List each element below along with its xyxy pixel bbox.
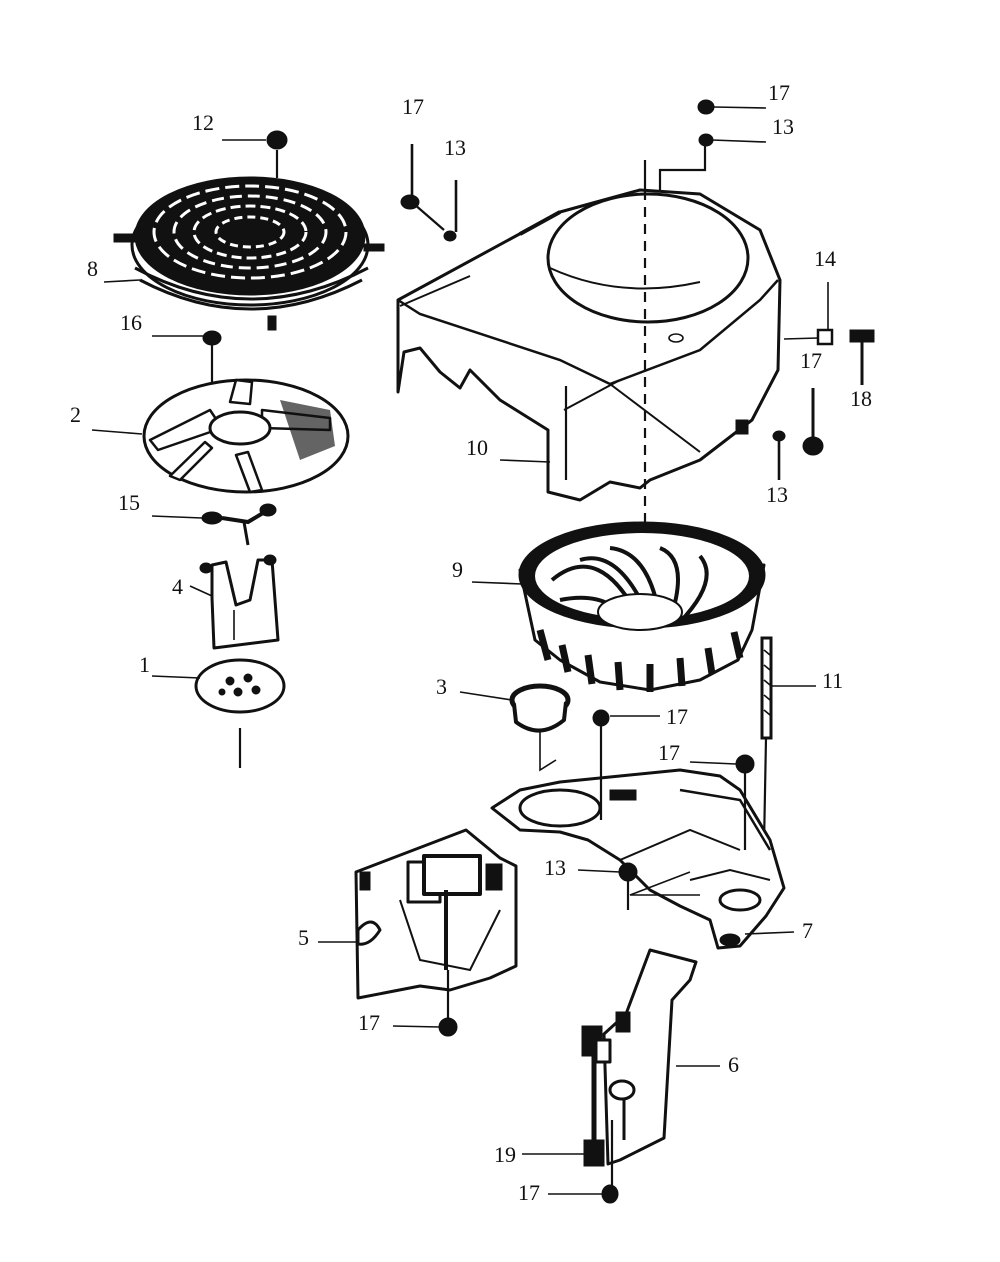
callout-1: 1 — [139, 652, 150, 677]
callout-17-right: 17 — [800, 348, 822, 373]
part-2-fan-plate — [142, 378, 350, 494]
callout-13-top-mid: 13 — [444, 135, 466, 160]
part-6-lower-guard — [581, 948, 698, 1166]
part-4-bracket — [199, 554, 280, 650]
screw-17-mid — [592, 709, 610, 727]
part-11-long-bolt — [760, 636, 773, 846]
part-5-side-shield — [354, 828, 518, 1000]
part-9-flywheel — [518, 521, 766, 692]
part-19 — [583, 1139, 605, 1167]
callout-17-mid: 17 — [666, 704, 688, 729]
callout-17-mid-right: 17 — [658, 740, 680, 765]
callout-2: 2 — [70, 402, 81, 427]
clip-14 — [816, 328, 834, 346]
callout-3: 3 — [436, 674, 447, 699]
pin-18 — [849, 329, 875, 343]
callout-18: 18 — [850, 386, 872, 411]
callout-8: 8 — [87, 256, 98, 281]
callout-11: 11 — [822, 668, 843, 693]
screw-17-lower-left — [438, 1017, 458, 1037]
callout-13-top-right: 13 — [772, 114, 794, 139]
callout-7: 7 — [802, 918, 813, 943]
screw-17-top-right — [697, 99, 715, 115]
callout-10: 10 — [466, 435, 488, 460]
callout-4: 4 — [172, 574, 183, 599]
callout-15: 15 — [118, 490, 140, 515]
hardware-fasteners — [400, 99, 875, 1204]
callout-17-bottom: 17 — [518, 1180, 540, 1205]
callout-9: 9 — [452, 557, 463, 582]
callout-13-right: 13 — [766, 482, 788, 507]
part-15-fastener — [201, 503, 277, 546]
part-12-nut — [266, 130, 288, 178]
callout-16: 16 — [120, 310, 142, 335]
washer-13-right — [772, 430, 786, 442]
part-8-grille-screen — [113, 176, 385, 331]
part-3-ring — [509, 683, 571, 733]
callout-13-lower: 13 — [544, 855, 566, 880]
callout-17-top-right: 17 — [768, 80, 790, 105]
part-10-blower-housing — [396, 188, 782, 502]
callout-labels: 12 8 16 2 15 4 1 17 13 17 13 14 17 18 13… — [70, 80, 872, 1205]
part-1-plate — [194, 658, 286, 768]
callout-17-lower-left: 17 — [358, 1010, 380, 1035]
screw-17-bottom — [601, 1184, 619, 1204]
callout-14: 14 — [814, 246, 836, 271]
callout-17-top-mid: 17 — [402, 94, 424, 119]
leader-lines — [91, 106, 829, 1195]
washer-13-top-right — [698, 133, 714, 147]
callout-12: 12 — [192, 110, 214, 135]
washer-13-top-mid — [443, 230, 457, 242]
callout-19: 19 — [494, 1142, 516, 1167]
callout-6: 6 — [728, 1052, 739, 1077]
washer-13-lower — [618, 862, 638, 882]
part-7-base-plate — [490, 768, 786, 950]
screw-17-mid-right — [735, 754, 755, 774]
callout-5: 5 — [298, 925, 309, 950]
